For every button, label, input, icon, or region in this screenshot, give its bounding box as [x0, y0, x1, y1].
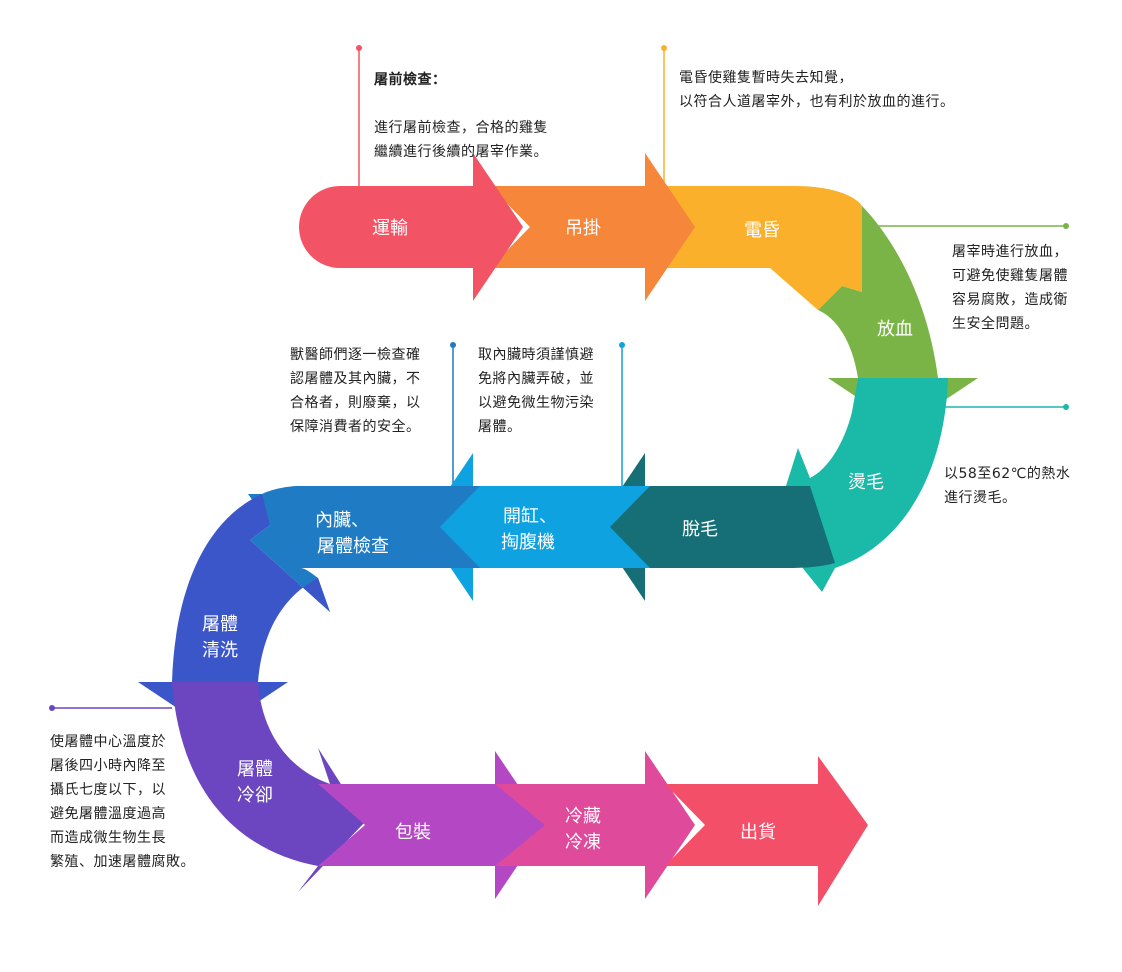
note-pre-slaughter-body: 進行屠前檢查，合格的雞隻 繼續進行後續的屠宰作業。: [374, 120, 548, 160]
arrow-chill: [172, 682, 365, 892]
note-bleed: 屠宰時進行放血， 可避免使雞隻屠體 容易腐敗，造成衛 生安全問題。: [952, 244, 1068, 332]
step-label-cold-1: 冷藏: [565, 806, 601, 827]
step-label-chill-2: 冷卻: [237, 785, 273, 806]
step-label-inspect-2: 屠體檢查: [317, 536, 389, 557]
step-label-scald: 燙毛: [848, 471, 884, 493]
arrow-cold: [495, 751, 695, 899]
note-stun: 電昏使雞隻暫時失去知覺， 以符合人道屠宰外，也有利於放血的進行。: [679, 70, 955, 110]
step-label-defeather: 脫毛: [682, 519, 718, 540]
arrow-defeather: [595, 453, 835, 601]
arrow-bleed: [818, 206, 978, 428]
step-label-bleed: 放血: [877, 319, 913, 340]
step-label-wash-2: 清洗: [202, 640, 238, 661]
note-scald: 以58至62℃的熱水 進行燙毛。: [944, 466, 1071, 506]
step-label-chill-1: 屠體: [237, 759, 273, 780]
arrow-transport: [299, 153, 523, 301]
note-chill: 使屠體中心溫度於 屠後四小時內降至 攝氏七度以下，以 避免屠體溫度過高 而造成微…: [50, 734, 195, 870]
step-label-wash-1: 屠體: [202, 614, 238, 635]
arrow-hang: [490, 153, 695, 301]
step-label-inspect-1: 內臟、: [315, 510, 369, 531]
note-pre-slaughter-title: 屠前檢查：: [374, 72, 447, 88]
arrow-ship: [665, 756, 868, 906]
arrow-inspect: [248, 486, 480, 612]
note-vet-inspection: 獸醫師們逐一檢查確 認屠體及其內臟，不 合格者，則廢棄，以 保障消費者的安全。: [290, 347, 421, 435]
arrow-wash: [138, 494, 330, 732]
arrow-stun: [655, 186, 862, 310]
step-label-eviscerate-1: 開缸、: [503, 505, 557, 527]
note-evisceration: 取內臟時須謹慎避 免將內臟弄破，並 以避免微生物污染 屠體。: [478, 347, 594, 435]
step-label-stun: 電昏: [744, 220, 780, 241]
step-label-eviscerate-2: 掏腹機: [501, 532, 555, 553]
step-label-ship: 出貨: [740, 822, 776, 843]
arrow-pack: [318, 751, 545, 899]
arrow-eviscerate: [423, 453, 650, 601]
note-pre-slaughter: 屠前檢查： 進行屠前檢查，合格的雞隻 繼續進行後續的屠宰作業。: [374, 44, 548, 164]
step-label-pack: 包裝: [395, 822, 431, 843]
note-connectors: [49, 45, 1069, 711]
step-label-cold-2: 冷凍: [565, 832, 601, 853]
step-label-transport: 運輸: [372, 218, 408, 239]
step-label-hang: 吊掛: [565, 218, 601, 239]
